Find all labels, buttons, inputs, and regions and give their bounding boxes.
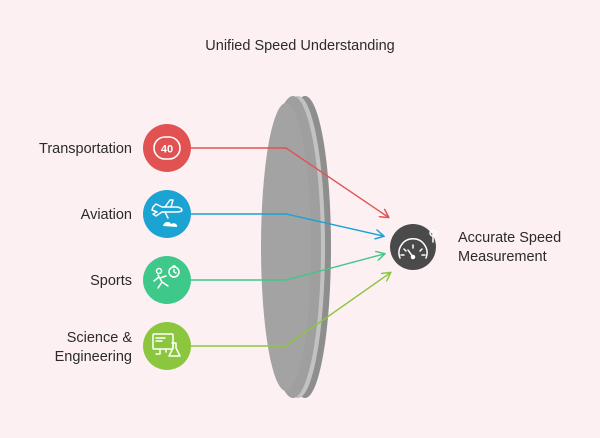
label-science-engineering: Science & Engineering [55, 329, 132, 367]
label-sports: Sports [90, 273, 132, 289]
computer-flask-icon [152, 333, 181, 357]
label-transportation: Transportation [39, 141, 132, 157]
diagram-title: Unified Speed Understanding [205, 38, 395, 54]
connector-transportation [191, 147, 388, 217]
connector-sports [191, 254, 384, 281]
speed-limit-text: 40 [161, 144, 173, 156]
runner-stopwatch-icon [153, 265, 180, 289]
connector-aviation [191, 213, 383, 236]
label-science-line-1: Science & [66, 330, 132, 346]
speed-limit-sign-icon: 40 [153, 136, 181, 160]
speedometer-gauge-icon [398, 229, 437, 260]
transportation-node: 40 [143, 124, 191, 172]
output-label: Accurate Speed Measurement [458, 229, 561, 267]
lens [261, 96, 331, 398]
output-node [390, 224, 437, 270]
connector-science [191, 273, 390, 347]
output-label-line-2: Measurement [458, 249, 547, 265]
label-aviation: Aviation [80, 207, 132, 223]
aviation-node [143, 190, 191, 238]
airplane-icon [151, 199, 183, 227]
sports-node [143, 256, 191, 304]
label-science-line-2: Engineering [54, 349, 132, 365]
science-node [143, 322, 191, 370]
output-label-line-1: Accurate Speed [458, 230, 562, 246]
